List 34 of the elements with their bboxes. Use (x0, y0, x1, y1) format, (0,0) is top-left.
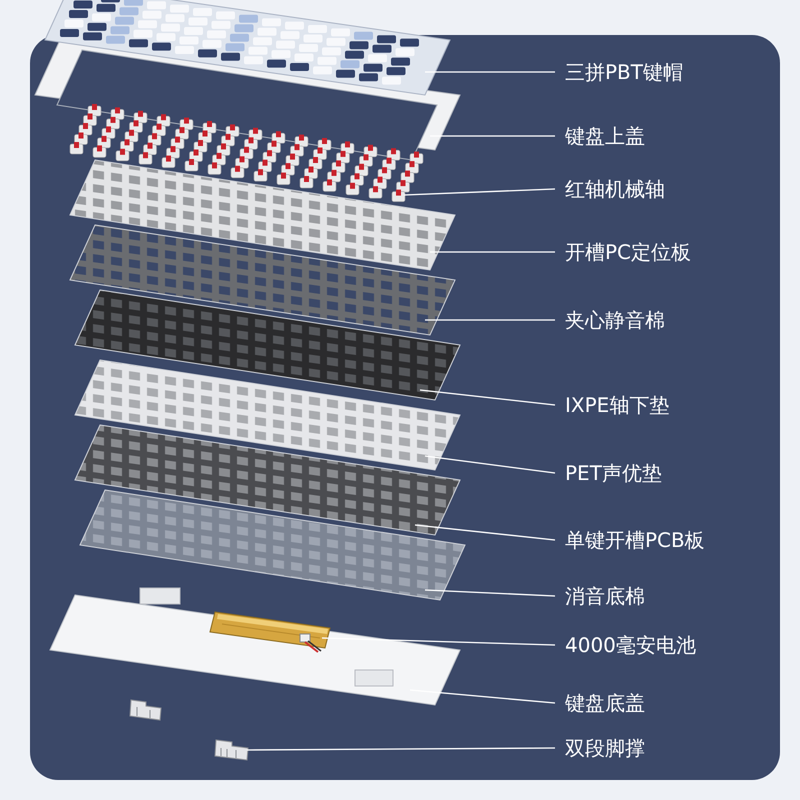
leader-line (410, 689, 556, 704)
part-label: 夹心静音棉 (565, 308, 665, 332)
switch-array-drawing (70, 104, 424, 202)
part-label: 键盘底盖 (565, 691, 645, 715)
leader-line (424, 455, 556, 474)
part-label: 消音底棉 (565, 584, 645, 608)
part-label: 键盘上盖 (565, 124, 645, 148)
circuit-board-drawing (74, 424, 461, 536)
part-label: 三拼PBT键帽 (565, 60, 683, 84)
leader-line (414, 524, 556, 541)
keycap-set-drawing (44, 0, 451, 96)
leader-line (430, 251, 555, 253)
part-label: 双段脚撑 (565, 736, 645, 760)
leader-line (420, 389, 556, 406)
plate-drawing (69, 159, 456, 271)
leader-line (425, 319, 555, 321)
pad-sheet-drawing (74, 359, 461, 471)
part-label: 4000毫安电池 (565, 633, 696, 657)
part-label: IXPE轴下垫 (565, 393, 670, 417)
part-label: 单键开槽PCB板 (565, 528, 705, 552)
leader-line (430, 135, 555, 137)
foam-sheet-drawing (79, 489, 466, 601)
pad-sheet-drawing (74, 289, 461, 401)
part-label: 红轴机械轴 (565, 177, 665, 201)
part-label: 开槽PC定位板 (565, 240, 692, 264)
part-label: PET声优垫 (565, 461, 662, 485)
leader-line (425, 71, 555, 73)
battery-drawing (209, 611, 331, 653)
leader-line (404, 188, 556, 196)
leader-line (424, 589, 556, 597)
foam-sheet-drawing (69, 224, 456, 336)
leader-line (247, 747, 555, 751)
foot-stand-drawing (214, 739, 249, 761)
leader-line (322, 637, 556, 646)
